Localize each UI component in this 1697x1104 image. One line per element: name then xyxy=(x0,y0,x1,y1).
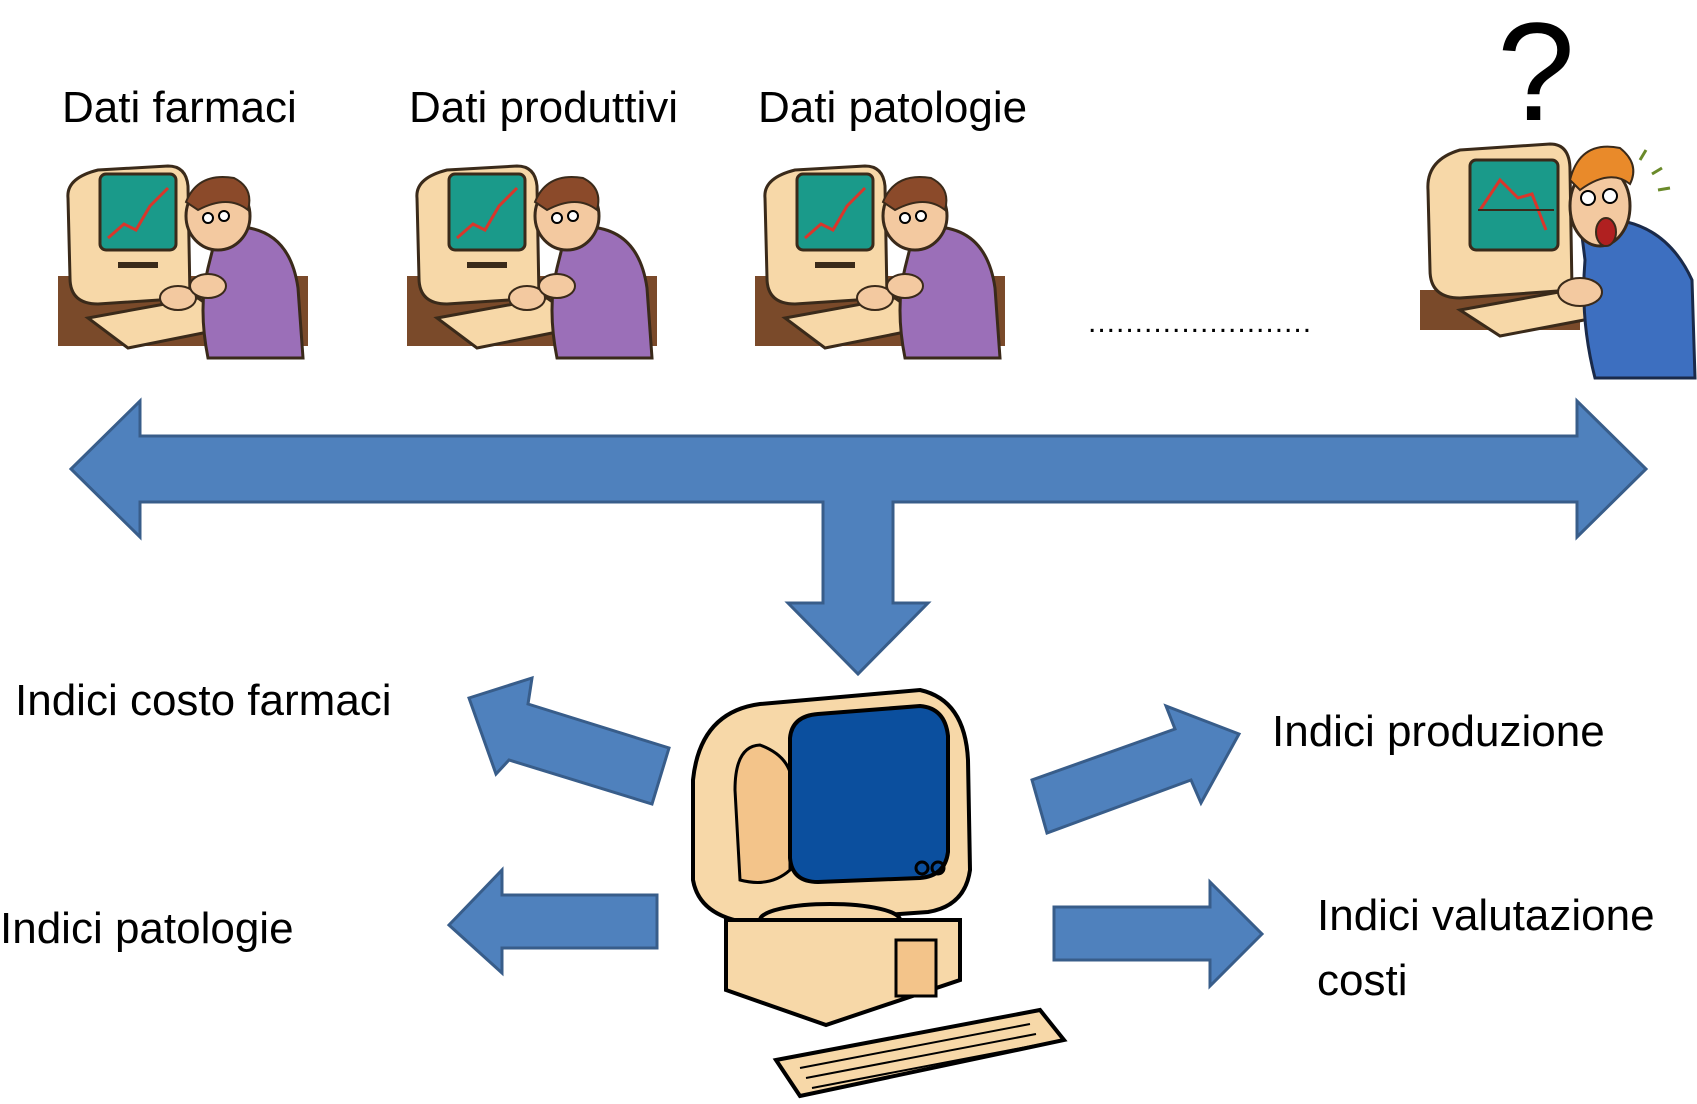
worker-illustration-1 xyxy=(56,164,310,360)
label-costi: costi xyxy=(1317,956,1408,1005)
label-dati-patologie: Dati patologie xyxy=(758,83,1028,132)
label-indici-valutazione: Indici valutazione xyxy=(1317,891,1655,940)
central-computer-illustration xyxy=(691,687,1068,1099)
question-mark: ? xyxy=(1497,0,1575,150)
arrow-to-indici-produzione xyxy=(1030,703,1242,835)
arrow-to-indici-costo-farmaci xyxy=(467,675,671,806)
label-indici-patologie: Indici patologie xyxy=(0,904,294,953)
worker-illustration-3 xyxy=(753,164,1007,360)
ellipsis-text: ........................ xyxy=(1088,306,1313,339)
arrow-to-indici-patologie xyxy=(446,866,659,977)
arrow-to-indici-valutazione-costi xyxy=(1052,878,1265,990)
label-indici-costo-farmaci: Indici costo farmaci xyxy=(15,676,392,725)
worker-illustration-2 xyxy=(405,164,659,360)
label-indici-produzione: Indici produzione xyxy=(1272,707,1605,756)
panicked-worker-illustration xyxy=(1420,142,1697,380)
label-dati-farmaci: Dati farmaci xyxy=(62,83,297,132)
label-dati-produttivi: Dati produttivi xyxy=(409,83,679,132)
main-double-arrow xyxy=(68,397,1649,677)
